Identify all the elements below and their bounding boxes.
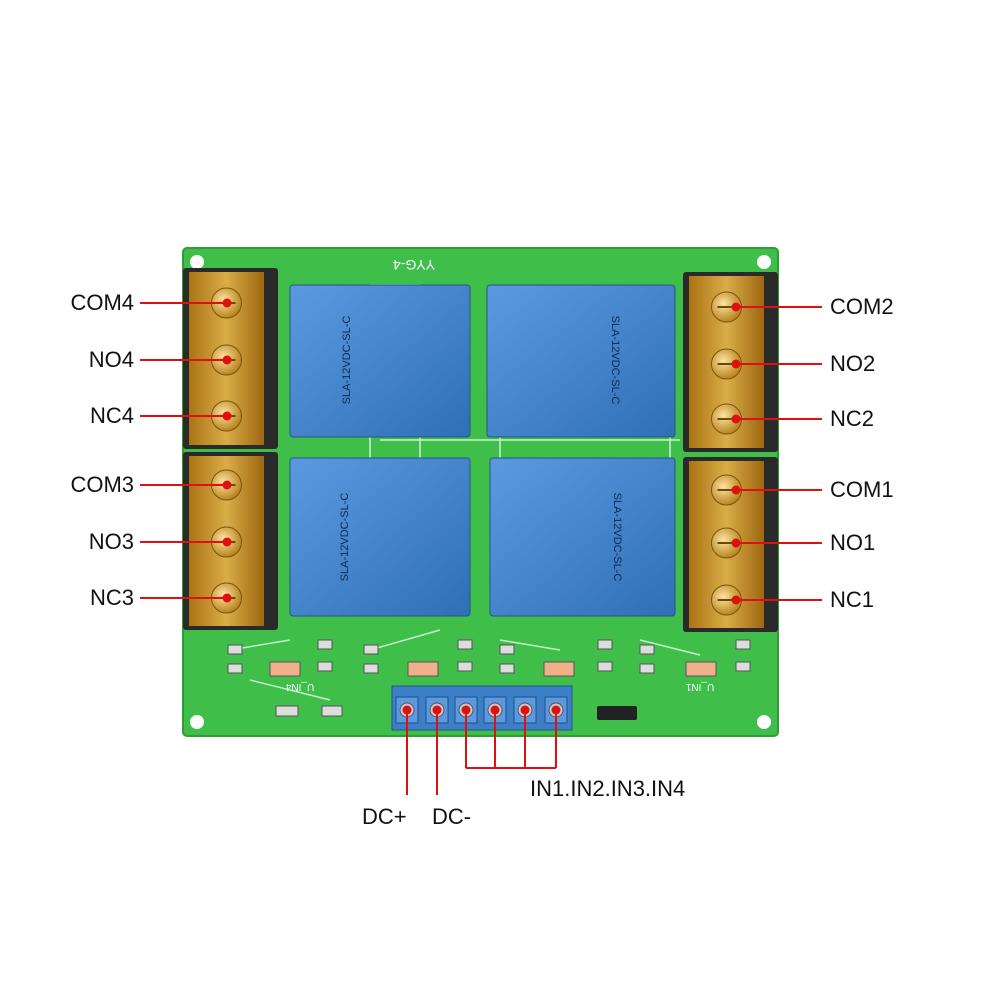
dc-plus-label: DC+ bbox=[362, 804, 407, 829]
terminal-label-com1: COM1 bbox=[830, 477, 894, 502]
terminal-label-no3: NO3 bbox=[88, 529, 134, 554]
terminal-label-nc1: NC1 bbox=[830, 587, 875, 612]
channel-label-in1: U_IN1 bbox=[685, 681, 714, 692]
terminal-label-no2: NO2 bbox=[830, 351, 876, 376]
mount-hole bbox=[190, 255, 204, 269]
callout-dot bbox=[222, 298, 232, 308]
callout-dot bbox=[222, 355, 232, 365]
jumper bbox=[597, 706, 637, 720]
channel-label-in4: U_IN4 bbox=[285, 681, 314, 692]
relay-model: SLA-12VDC-SL-C bbox=[339, 493, 351, 582]
relay-3: SLA-12VDC-SL-C bbox=[289, 457, 471, 617]
callout-dot bbox=[222, 537, 232, 547]
mount-hole bbox=[757, 715, 771, 729]
terminal-label-com4: COM4 bbox=[70, 290, 134, 315]
callout-dot bbox=[731, 359, 741, 369]
relay-model: SLA-12VDC-SL-C bbox=[609, 316, 621, 405]
terminal-label-com3: COM3 bbox=[70, 472, 134, 497]
smd-components bbox=[227, 639, 751, 717]
callout-dot bbox=[222, 593, 232, 603]
terminal-label-no1: NO1 bbox=[830, 530, 876, 555]
relay-2: SLA-12VDC-SL-C bbox=[486, 284, 676, 438]
callout-dot bbox=[731, 414, 741, 424]
terminal-label-com2: COM2 bbox=[830, 294, 894, 319]
callout-dot bbox=[731, 302, 741, 312]
board-name: YYG-4 bbox=[393, 257, 435, 273]
callout-dot bbox=[222, 411, 232, 421]
dc-minus-label: DC- bbox=[432, 804, 472, 829]
input-terminal-block bbox=[391, 685, 573, 731]
signal-inputs-label: IN1.IN2.IN3.IN4 bbox=[530, 776, 686, 801]
terminal-blocks-right bbox=[683, 272, 778, 632]
callout-dot bbox=[731, 595, 741, 605]
callout-dot bbox=[222, 480, 232, 490]
callout-dot bbox=[731, 485, 741, 495]
mount-hole bbox=[190, 715, 204, 729]
relay-4: SLA-12VDC-SL-C bbox=[289, 284, 471, 438]
terminal-label-nc3: NC3 bbox=[89, 585, 134, 610]
callouts bbox=[140, 298, 822, 795]
relay-model: SLA-12VDC-SL-C bbox=[611, 493, 623, 582]
relay-1: SLA-12VDC-SL-C bbox=[489, 457, 676, 617]
terminal-label-nc4: NC4 bbox=[89, 403, 134, 428]
relay-model: SLA-12VDC-SL-C bbox=[341, 316, 353, 405]
terminal-blocks-left bbox=[183, 268, 278, 630]
mount-hole bbox=[757, 255, 771, 269]
terminal-label-nc2: NC2 bbox=[830, 406, 875, 431]
callout-dot bbox=[731, 538, 741, 548]
terminal-label-no4: NO4 bbox=[88, 347, 134, 372]
